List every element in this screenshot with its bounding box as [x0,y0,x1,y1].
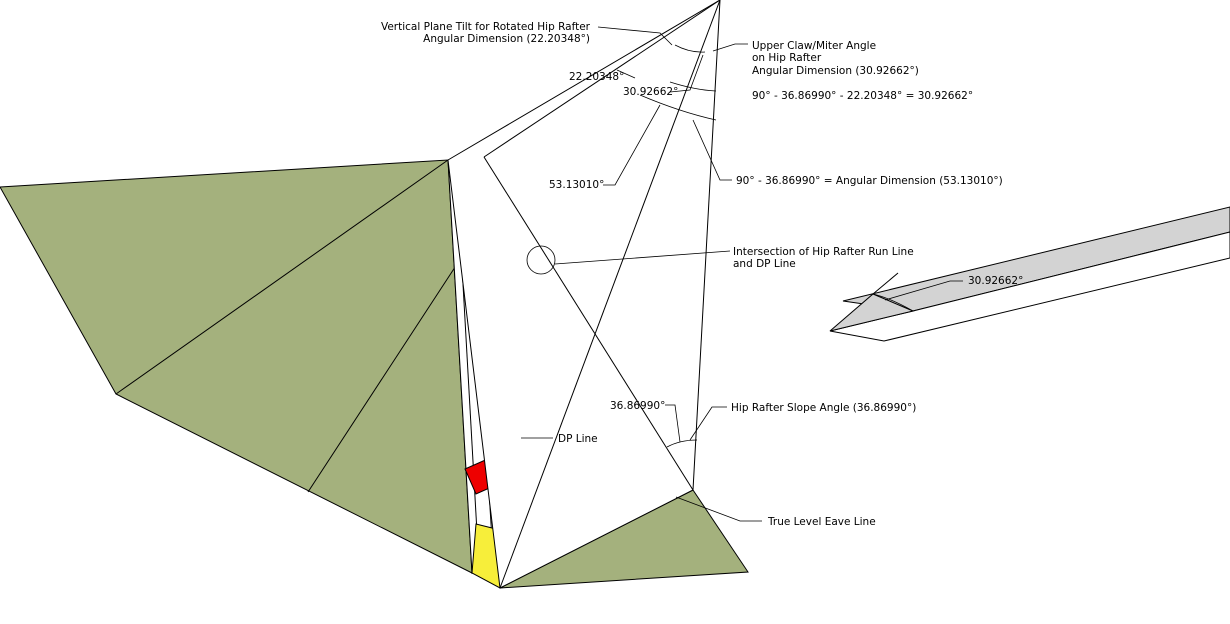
equation-30-label: 90° - 36.86990° - 22.20348° = 30.92662° [752,90,973,102]
leader-53 [603,104,661,186]
angle-22-label: 22.20348° [569,71,624,83]
intersection-marker [526,245,556,275]
angle-arc-22 [674,44,706,53]
leader-upper-claw [712,43,748,52]
angle-53-label: 53.13010° [549,179,604,191]
intersection-label-1: Intersection of Hip Rafter Run Line [733,246,914,258]
upper-claw-label-1: Upper Claw/Miter Angle [752,40,876,52]
left-roof-plane [0,159,473,574]
angle-arc-36 [666,439,698,448]
equation-53-label: 90° - 36.86990° = Angular Dimension (53.… [736,175,1003,187]
rotated-hip-rafter [829,206,1230,342]
leader-22 [616,69,636,79]
leader-intersection [554,250,731,265]
leader-hip-slope [689,406,727,441]
leader-vertical-plane [597,26,673,46]
eave-line-label: True Level Eave Line [767,516,876,528]
leader-30 [669,54,704,93]
intersection-label-2: and DP Line [733,258,796,270]
angle-arc-30 [669,81,717,92]
rafter-angle-label: 30.92662° [968,275,1023,287]
vertical-plane-label-1: Vertical Plane Tilt for Rotated Hip Raft… [381,21,591,33]
leader-53-eq [692,119,732,181]
angle-36-label: 36.86990° [610,400,665,412]
hip-slope-label: Hip Rafter Slope Angle (36.86990°) [731,402,916,414]
vertical-plane [447,0,721,589]
angle-arc-53 [639,94,717,121]
leader-eave-line [675,496,762,522]
angle-30-label: 30.92662° [623,86,678,98]
upper-claw-label-3: Angular Dimension (30.92662°) [752,65,919,77]
leader-36 [665,404,681,443]
vertical-plane-label-2: Angular Dimension (22.20348°) [423,33,590,45]
dp-line-label: DP Line [558,433,598,445]
upper-claw-label-2: on Hip Rafter [752,52,822,64]
